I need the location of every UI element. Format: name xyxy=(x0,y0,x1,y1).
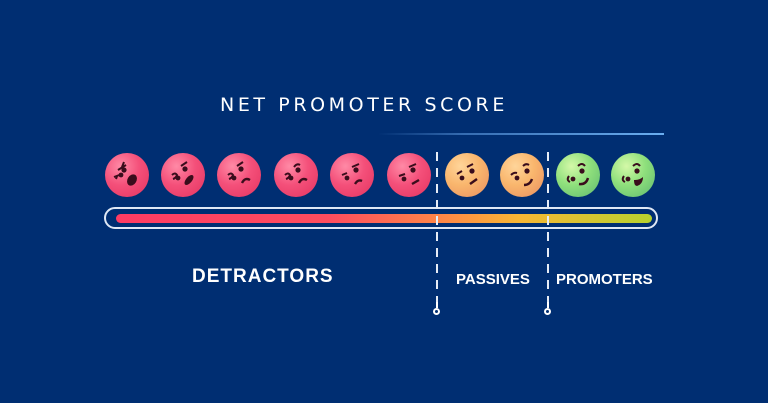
slight-smile-face-icon xyxy=(510,163,534,187)
angry-face-icon xyxy=(227,161,251,184)
face-score-7 xyxy=(500,153,544,197)
neutral-face-icon xyxy=(456,163,478,185)
divider-promoters-end-icon xyxy=(544,308,551,315)
face-score-9 xyxy=(611,153,655,197)
score-bar-frame xyxy=(104,207,658,229)
very-happy-face-icon xyxy=(621,163,643,186)
title-underline xyxy=(378,133,664,135)
label-promoters: PROMOTERS xyxy=(556,271,653,288)
divider-promoters xyxy=(547,152,549,302)
score-bar-gradient xyxy=(116,214,652,223)
face-score-3 xyxy=(274,153,318,197)
angry-face-icon xyxy=(284,163,308,184)
divider-passives-end-icon xyxy=(433,308,440,315)
face-score-4 xyxy=(330,153,374,197)
happy-face-icon xyxy=(566,163,590,186)
face-score-5 xyxy=(387,153,431,197)
annoyed-face-icon xyxy=(398,163,420,186)
divider-passives-stem xyxy=(436,302,438,308)
very-angry-face-icon xyxy=(171,161,194,185)
page-title: NET PROMOTER SCORE xyxy=(220,94,508,116)
annoyed-face-icon xyxy=(341,163,363,185)
face-score-1 xyxy=(161,153,205,197)
furious-face-icon xyxy=(113,161,137,186)
label-detractors: DETRACTORS xyxy=(192,266,334,287)
face-score-2 xyxy=(217,153,261,197)
face-score-0 xyxy=(105,153,149,197)
divider-passives xyxy=(436,152,438,302)
face-score-6 xyxy=(445,153,489,197)
label-passives: PASSIVES xyxy=(456,271,530,288)
face-score-8 xyxy=(556,153,600,197)
divider-promoters-stem xyxy=(547,302,549,308)
